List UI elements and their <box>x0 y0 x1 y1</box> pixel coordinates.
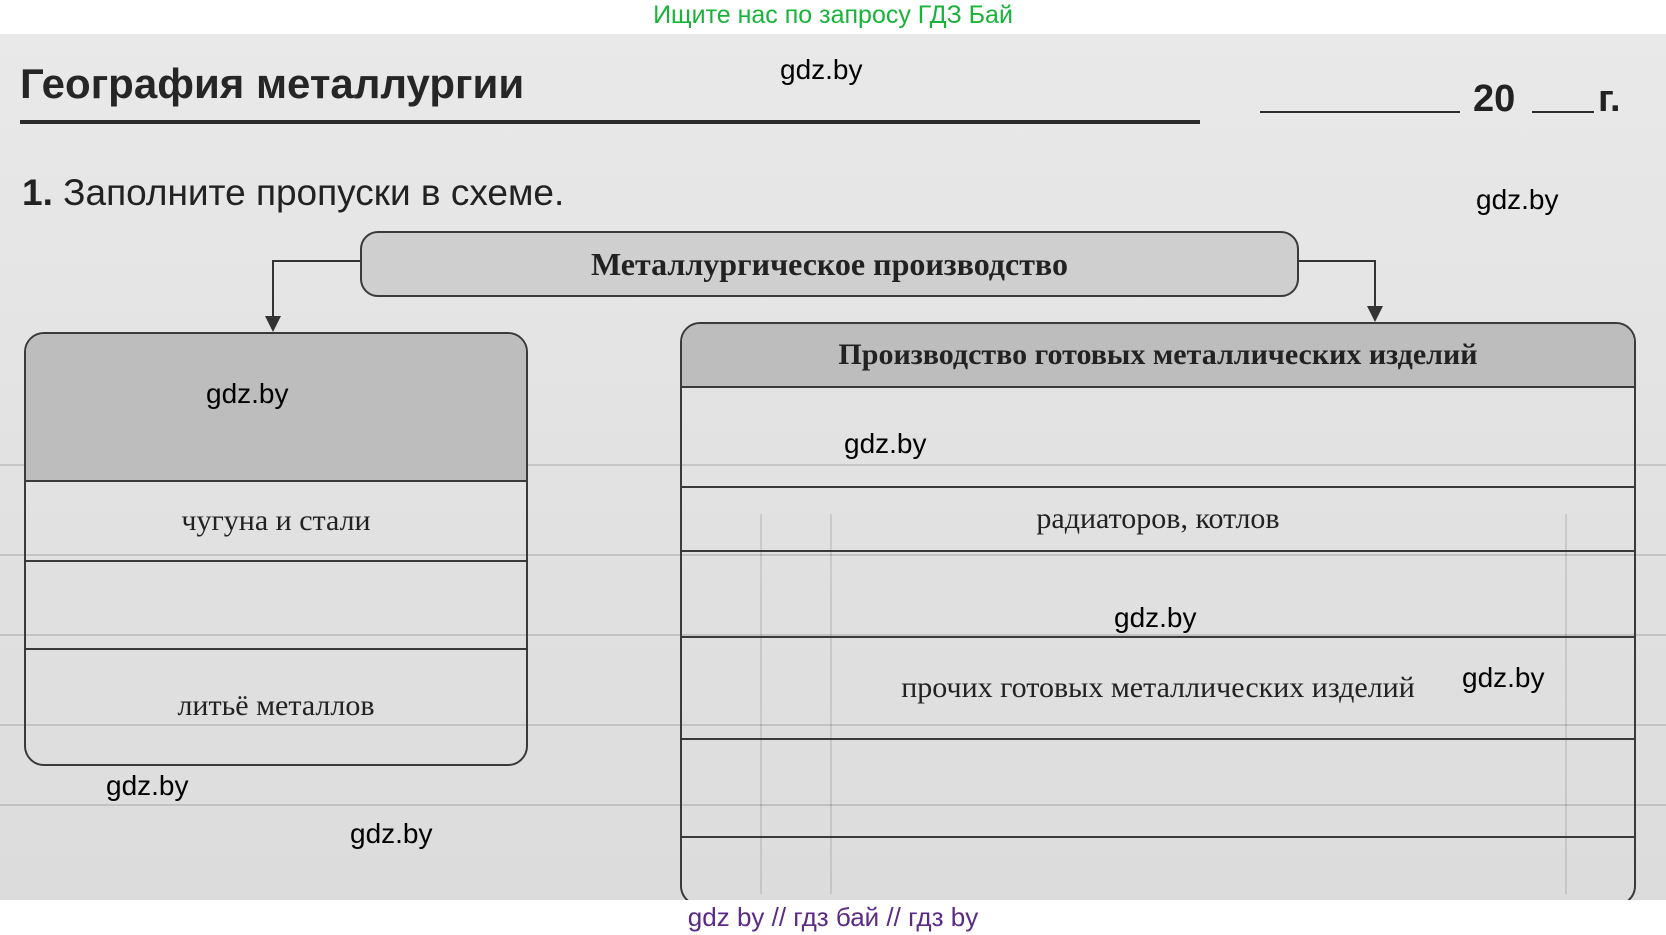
bottom-banner-text: gdz by // гдз бай // гдз by <box>687 902 979 932</box>
right-row-4: прочих готовых металлических изделий <box>682 638 1634 740</box>
date-blank-line <box>1260 111 1460 113</box>
task-heading: 1. Заполните пропуски в схеме. <box>22 172 564 214</box>
ghost-rule <box>0 554 1666 556</box>
task-number: 1. <box>22 172 53 213</box>
ghost-vline <box>760 514 762 894</box>
ghost-rule <box>0 724 1666 726</box>
date-year-prefix: 20 <box>1473 78 1516 120</box>
right-row-5-blank[interactable] <box>682 740 1634 838</box>
page-title: География металлургии <box>20 60 525 107</box>
top-banner: Ищите нас по запросу ГДЗ Бай <box>0 0 1666 34</box>
watermark: gdz.by <box>350 818 433 849</box>
left-row-2-blank[interactable] <box>26 562 526 650</box>
watermark: gdz.by <box>844 428 927 459</box>
connector-left-v <box>272 260 274 318</box>
arrow-down-icon <box>265 316 281 332</box>
right-row-2-text: радиаторов, котлов <box>1036 502 1280 535</box>
watermark: gdz.by <box>206 378 289 409</box>
ghost-rule <box>0 804 1666 806</box>
arrow-down-icon <box>1367 306 1383 322</box>
right-row-1-blank[interactable] <box>682 388 1634 488</box>
right-branch-header-text: Производство готовых металлических издел… <box>838 338 1478 371</box>
left-row-1-text: чугуна и стали <box>181 504 371 537</box>
left-row-3: литьё металлов <box>26 650 526 762</box>
right-row-3-blank[interactable] <box>682 552 1634 638</box>
top-banner-text: Ищите нас по запросу ГДЗ Бай <box>653 1 1013 29</box>
right-row-2: радиаторов, котлов <box>682 488 1634 552</box>
scheme-root-label: Металлургическое производство <box>591 245 1068 282</box>
ghost-rule <box>0 634 1666 636</box>
connector-right-h <box>1295 260 1375 262</box>
left-branch-header-blank <box>26 334 526 482</box>
title-underline <box>20 120 1200 124</box>
watermark: gdz.by <box>1462 662 1545 693</box>
date-suffix: г. <box>1598 78 1621 120</box>
watermark: gdz.by <box>1114 602 1197 633</box>
task-text: Заполните пропуски в схеме. <box>63 172 565 213</box>
bottom-banner: gdz by // гдз бай // гдз by <box>0 900 1666 935</box>
left-branch-box: чугуна и стали литьё металлов <box>24 332 528 766</box>
date-blank-line-2 <box>1532 111 1594 113</box>
scheme-root-box: Металлургическое производство <box>360 231 1299 297</box>
watermark: gdz.by <box>780 54 863 85</box>
ghost-vline <box>1565 514 1567 894</box>
left-row-3-text: литьё металлов <box>177 689 375 722</box>
watermark: gdz.by <box>1476 184 1559 215</box>
right-branch-header: Производство готовых металлических издел… <box>682 324 1634 388</box>
watermark: gdz.by <box>106 770 189 801</box>
textbook-page: География металлургии 20 г. 1. Заполните… <box>0 34 1666 900</box>
ghost-vline <box>830 514 832 894</box>
right-branch-box: Производство готовых металлических издел… <box>680 322 1636 900</box>
connector-right-v <box>1374 260 1376 308</box>
left-row-1: чугуна и стали <box>26 482 526 562</box>
right-row-4-text: прочих готовых металлических изделий <box>901 671 1415 704</box>
ghost-rule <box>0 464 1666 466</box>
connector-left-h <box>272 260 362 262</box>
